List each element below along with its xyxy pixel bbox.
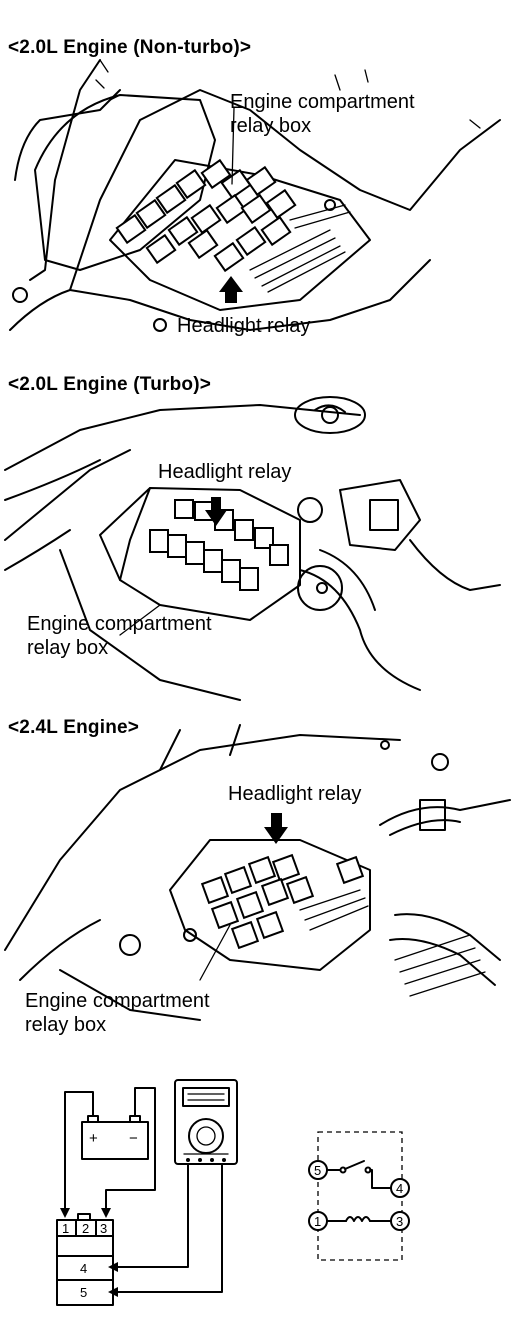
battery-plus-label: + [89,1130,98,1147]
relay-box-label: Engine compartment relay box [25,990,210,1036]
test-circuit-diagram: + − 1 2 3 4 5 [56,1079,410,1306]
relay-box-label: Engine compartment relay box [27,613,212,659]
engine-illustration-non-turbo [9,59,501,332]
connector-pin-4: 4 [80,1261,87,1276]
engine-illustration-2-4l [4,724,511,1021]
connector-pin-2: 2 [82,1221,89,1236]
section-2-4l: <2.4L Engine> [0,710,512,1040]
connector-pin-5: 5 [80,1285,87,1300]
svg-text:5: 5 [314,1163,321,1178]
section-heading: <2.4L Engine> [8,717,140,738]
svg-text:1: 1 [314,1214,321,1229]
section-non-turbo: <2.0L Engine (Non-turbo)> [0,0,512,370]
section-turbo: <2.0L Engine (Turbo)> [0,370,512,710]
relay-box-label: Engine compartment relay box [230,91,415,137]
svg-text:4: 4 [396,1181,403,1196]
battery-minus-label: − [129,1130,138,1147]
connector-pin-1: 1 [62,1221,69,1236]
multimeter [174,1079,238,1165]
relay-schematic-outline [317,1131,403,1261]
section-heading: <2.0L Engine (Non-turbo)> [8,37,252,58]
headlight-relay-label: Headlight relay [177,315,311,337]
battery [81,1121,149,1160]
headlight-relay-label: Headlight relay [158,461,292,483]
connector-pin-3: 3 [100,1221,107,1236]
engine-illustration-turbo [4,396,501,701]
relay-test-circuit: + − 1 2 3 4 5 [0,1040,512,1340]
headlight-relay-label: Headlight relay [228,783,362,805]
svg-text:3: 3 [396,1214,403,1229]
section-heading: <2.0L Engine (Turbo)> [8,374,212,395]
